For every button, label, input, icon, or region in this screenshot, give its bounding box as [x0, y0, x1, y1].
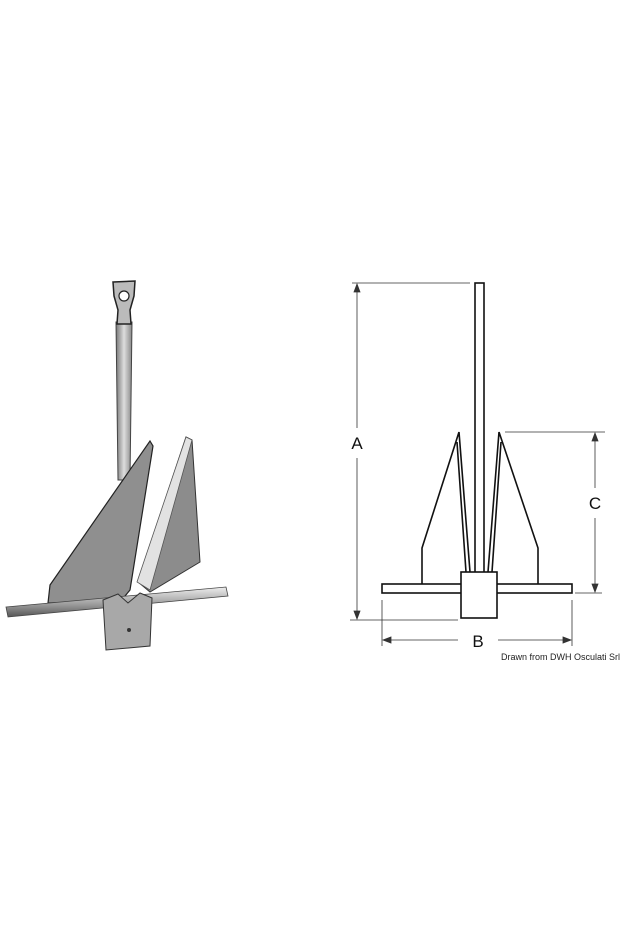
drawing-credit: Drawn from DWH Osculati Srl: [501, 652, 620, 662]
right-fluke-outline: [487, 431, 539, 584]
left-fluke-outline: [421, 431, 471, 584]
shackle-photo: [112, 280, 136, 325]
dimension-label-a: A: [351, 434, 363, 453]
right-fluke-ridge: [136, 436, 193, 591]
anchor-technical-drawing: [381, 282, 573, 619]
shank-outline: [474, 282, 485, 574]
crown-outline: [460, 571, 498, 619]
dimension-label-c: C: [589, 494, 601, 513]
shank-photo: [115, 321, 133, 481]
dimension-label-b: B: [472, 632, 483, 651]
anchor-photo: [5, 280, 229, 651]
left-fluke-photo: [47, 439, 154, 604]
crown-plate-photo: [102, 592, 153, 651]
dimension-lines: [350, 282, 605, 646]
